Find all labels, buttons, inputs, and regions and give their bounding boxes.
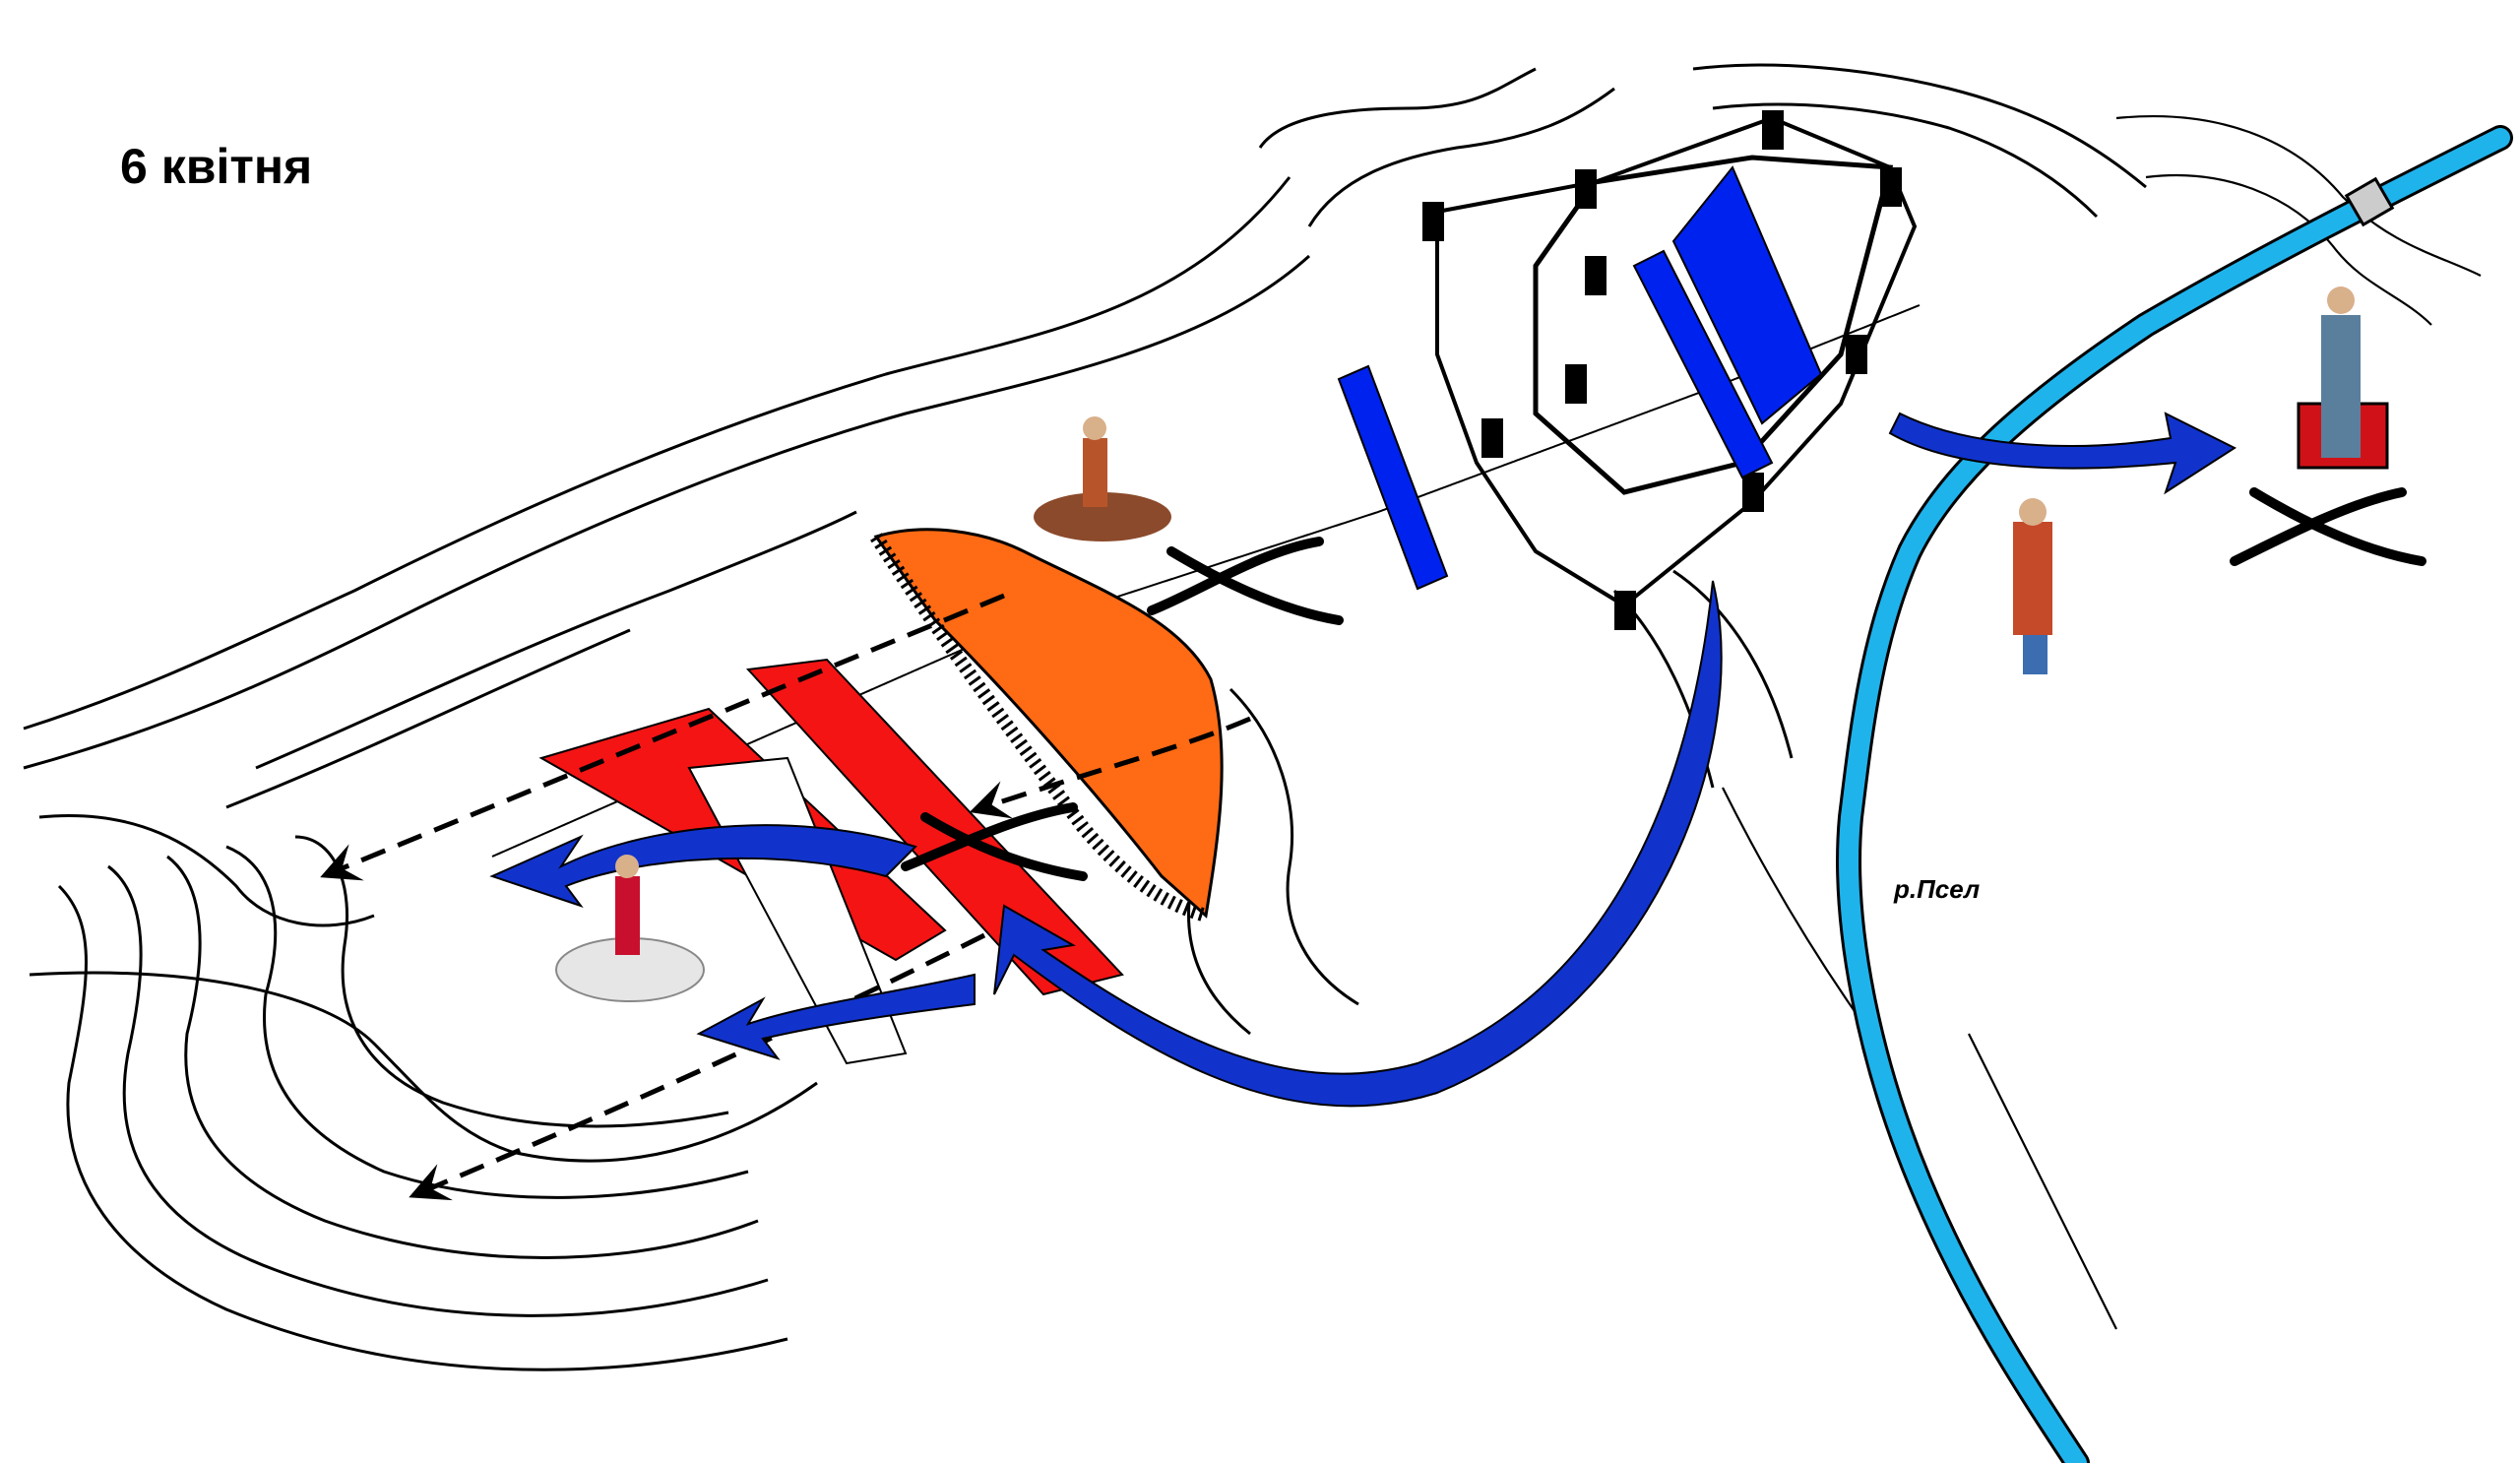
- river-label: р.Псел: [1894, 874, 1981, 904]
- allied-unit-2: [1632, 249, 1774, 479]
- river-psel: [1836, 125, 2513, 1463]
- allied-unit-1: [1337, 364, 1449, 591]
- officer-figure: [2297, 286, 2389, 470]
- enemy-retreat-routes: [320, 593, 1251, 1201]
- allied-attack-arrows: [489, 412, 2237, 1108]
- cossack-horseman-figure: [555, 855, 705, 1002]
- enemy-field-camp: [873, 528, 1224, 919]
- crossed-sabres-icon: [901, 487, 2426, 881]
- fortress-with-towers: [1422, 110, 1918, 630]
- rampart: [870, 533, 1208, 922]
- bridge: [2344, 176, 2395, 227]
- map-title: 6 квітня: [120, 139, 313, 194]
- winged-hussar-figure: [1034, 416, 1171, 541]
- terrain-contours: [23, 63, 2482, 1371]
- allied-unit-3: [1671, 165, 1823, 425]
- musketeer-figure: [2013, 498, 2052, 674]
